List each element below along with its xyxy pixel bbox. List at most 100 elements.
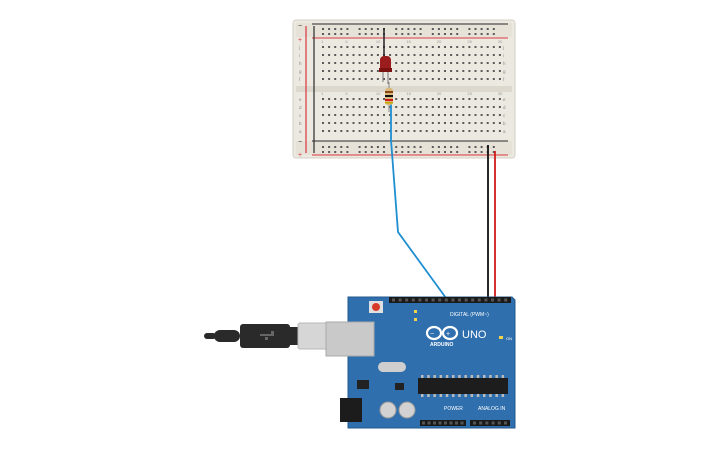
terminal-hole[interactable] (383, 98, 385, 100)
terminal-hole[interactable] (468, 122, 471, 124)
terminal-hole[interactable] (486, 46, 489, 48)
terminal-hole[interactable] (352, 130, 355, 132)
terminal-hole[interactable] (431, 98, 434, 100)
terminal-hole[interactable] (468, 130, 471, 132)
terminal-hole[interactable] (376, 130, 379, 132)
terminal-hole[interactable] (340, 122, 343, 124)
terminal-hole[interactable] (450, 70, 453, 72)
rail-hole[interactable] (474, 28, 477, 30)
terminal-hole[interactable] (370, 114, 373, 116)
terminal-hole[interactable] (492, 114, 495, 116)
terminal-hole[interactable] (474, 122, 477, 124)
terminal-hole[interactable] (383, 106, 385, 108)
rail-hole[interactable] (395, 28, 398, 30)
rail-hole[interactable] (328, 33, 331, 35)
terminal-hole[interactable] (437, 106, 440, 108)
rail-hole[interactable] (413, 151, 416, 153)
terminal-hole[interactable] (492, 106, 495, 108)
terminal-hole[interactable] (370, 78, 373, 80)
terminal-hole[interactable] (413, 130, 416, 132)
terminal-hole[interactable] (407, 98, 410, 100)
terminal-hole[interactable] (474, 114, 477, 116)
terminal-hole[interactable] (419, 54, 422, 56)
terminal-hole[interactable] (480, 106, 483, 108)
terminal-hole[interactable] (498, 54, 501, 56)
header-pin[interactable] (438, 298, 442, 302)
led[interactable] (379, 56, 392, 84)
terminal-hole[interactable] (401, 54, 404, 56)
terminal-hole[interactable] (480, 98, 483, 100)
terminal-hole[interactable] (492, 70, 495, 72)
terminal-hole[interactable] (486, 106, 489, 108)
terminal-hole[interactable] (425, 78, 428, 80)
header-pin[interactable] (392, 298, 395, 302)
terminal-hole[interactable] (486, 98, 489, 100)
terminal-hole[interactable] (401, 46, 404, 48)
terminal-hole[interactable] (328, 122, 331, 124)
terminal-hole[interactable] (352, 54, 355, 56)
rail-hole[interactable] (437, 33, 440, 35)
terminal-hole[interactable] (480, 70, 483, 72)
terminal-hole[interactable] (444, 62, 446, 64)
terminal-hole[interactable] (437, 122, 440, 124)
terminal-hole[interactable] (450, 122, 453, 124)
rail-hole[interactable] (340, 28, 343, 30)
terminal-hole[interactable] (407, 106, 410, 108)
analog-header[interactable] (470, 420, 510, 426)
terminal-hole[interactable] (358, 130, 361, 132)
terminal-hole[interactable] (468, 54, 471, 56)
terminal-hole[interactable] (352, 70, 355, 72)
terminal-hole[interactable] (437, 46, 440, 48)
terminal-hole[interactable] (346, 46, 349, 48)
terminal-hole[interactable] (480, 114, 483, 116)
terminal-hole[interactable] (450, 130, 453, 132)
rail-hole[interactable] (444, 33, 446, 35)
rail-hole[interactable] (407, 28, 410, 30)
terminal-hole[interactable] (328, 70, 331, 72)
terminal-hole[interactable] (480, 46, 483, 48)
terminal-hole[interactable] (346, 130, 349, 132)
header-pin[interactable] (449, 421, 453, 425)
terminal-hole[interactable] (352, 78, 355, 80)
terminal-hole[interactable] (431, 70, 434, 72)
terminal-hole[interactable] (468, 114, 471, 116)
terminal-hole[interactable] (462, 114, 465, 116)
terminal-hole[interactable] (334, 98, 337, 100)
terminal-hole[interactable] (364, 62, 367, 64)
digital-header[interactable] (389, 297, 511, 303)
terminal-hole[interactable] (364, 70, 367, 72)
terminal-hole[interactable] (370, 106, 373, 108)
header-pin[interactable] (484, 298, 488, 302)
terminal-hole[interactable] (486, 62, 489, 64)
terminal-hole[interactable] (322, 114, 324, 116)
rail-hole[interactable] (407, 146, 410, 148)
rail-hole[interactable] (486, 33, 489, 35)
terminal-hole[interactable] (431, 46, 434, 48)
terminal-hole[interactable] (334, 46, 337, 48)
rail-hole[interactable] (468, 28, 471, 30)
terminal-hole[interactable] (498, 70, 501, 72)
rail-hole[interactable] (376, 151, 379, 153)
terminal-hole[interactable] (431, 54, 434, 56)
terminal-hole[interactable] (492, 62, 495, 64)
terminal-hole[interactable] (328, 62, 331, 64)
terminal-hole[interactable] (468, 62, 471, 64)
terminal-hole[interactable] (334, 106, 337, 108)
header-pin[interactable] (398, 298, 402, 302)
rail-hole[interactable] (456, 28, 459, 30)
terminal-hole[interactable] (401, 78, 404, 80)
terminal-hole[interactable] (376, 46, 379, 48)
rail-hole[interactable] (431, 146, 434, 148)
terminal-hole[interactable] (407, 62, 410, 64)
terminal-hole[interactable] (346, 78, 349, 80)
terminal-hole[interactable] (376, 62, 379, 64)
header-pin[interactable] (485, 421, 489, 425)
terminal-hole[interactable] (468, 46, 471, 48)
terminal-hole[interactable] (492, 78, 495, 80)
terminal-hole[interactable] (346, 114, 349, 116)
terminal-hole[interactable] (492, 54, 495, 56)
rail-hole[interactable] (456, 151, 459, 153)
rail-hole[interactable] (444, 28, 446, 30)
